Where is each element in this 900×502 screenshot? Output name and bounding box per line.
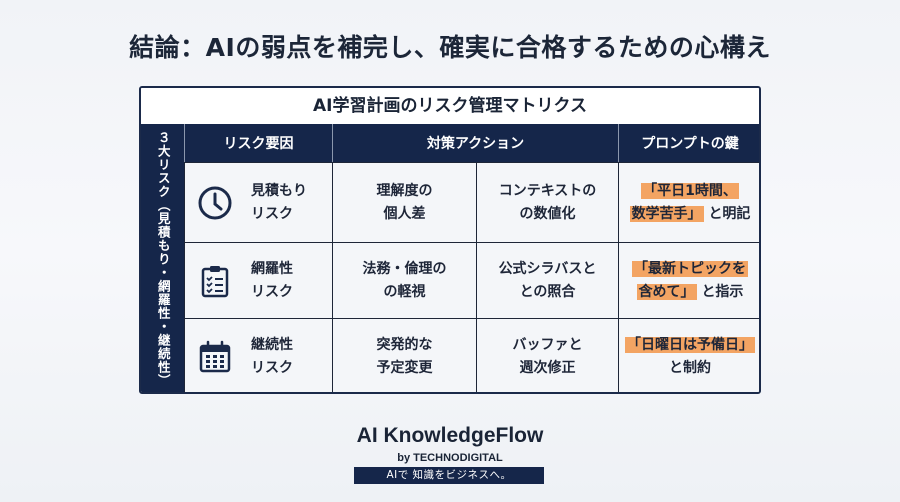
- action-cell: バッファと 週次修正: [476, 318, 618, 392]
- side-label: ３大リスク（見積もり・網羅性・継続性）: [155, 130, 171, 388]
- cause-text: 理解度の 個人差: [376, 182, 433, 222]
- prompt-highlight: 「平日1時間、: [641, 182, 739, 199]
- header-prompt-key: プロンプトの鍵: [618, 124, 759, 162]
- prompt-cell: 「最新トピックを 含めて」 と指示: [618, 242, 759, 318]
- clipboard-checklist-icon: [201, 265, 229, 297]
- action-text: バッファと 週次修正: [512, 336, 583, 376]
- brand-logo-text: AI KnowledgeFlow: [356, 424, 544, 447]
- prompt-highlight: 数学苦手」: [629, 205, 704, 222]
- brand-tagline: AIで 知識をビジネスへ。: [354, 467, 544, 484]
- prompt-cell: 「日曜日は予備日」 と制約: [618, 318, 759, 392]
- action-text: コンテキストの の数値化: [498, 182, 597, 222]
- risk-label: 継続性 リスク: [251, 336, 293, 376]
- risk-label: 網羅性 リスク: [251, 260, 293, 300]
- side-label-band: ３大リスク（見積もり・網羅性・継続性）: [141, 124, 184, 392]
- action-cell: コンテキストの の数値化: [476, 162, 618, 242]
- action-text: 公式シラバスと との照合: [498, 260, 597, 300]
- cause-cell: 突発的な 予定変更: [332, 318, 476, 392]
- header-risk-factor: リスク要因: [184, 124, 332, 162]
- risk-matrix-table: AI学習計画のリスク管理マトリクス ３大リスク（見積もり・網羅性・継続性） リス…: [139, 86, 761, 394]
- prompt-cell: 「平日1時間、 数学苦手」 と明記: [618, 162, 759, 242]
- prompt-highlight: 「日曜日は予備日」: [625, 336, 755, 353]
- calendar-icon: [199, 340, 231, 372]
- cause-cell: 法務・倫理の の軽視: [332, 242, 476, 318]
- cause-text: 突発的な 予定変更: [376, 336, 433, 376]
- page-headline: 結論：AIの弱点を補完し、確実に合格するための心構え: [129, 33, 771, 62]
- action-cell: 公式シラバスと との照合: [476, 242, 618, 318]
- prompt-text: と指示: [701, 283, 744, 300]
- prompt-highlight: 「最新トピックを: [632, 260, 748, 277]
- prompt-text: と明記: [708, 205, 751, 222]
- prompt-text: と制約: [669, 359, 711, 376]
- prompt-highlight: 含めて」: [636, 283, 697, 300]
- header-action: 対策アクション: [332, 124, 618, 162]
- cause-cell: 理解度の 個人差: [332, 162, 476, 242]
- table-row-risk-continuity: 継続性 リスク: [184, 318, 332, 392]
- table-row-risk-estimate: 見積もり リスク: [184, 162, 332, 242]
- cause-text: 法務・倫理の の軽視: [362, 260, 447, 300]
- risk-label: 見積もり リスク: [251, 182, 307, 222]
- matrix-title: AI学習計画のリスク管理マトリクス: [141, 88, 759, 124]
- clock-icon: [198, 186, 232, 219]
- table-row-risk-coverage: 網羅性 リスク: [184, 242, 332, 318]
- brand-byline: by TECHNODIGITAL: [397, 452, 503, 464]
